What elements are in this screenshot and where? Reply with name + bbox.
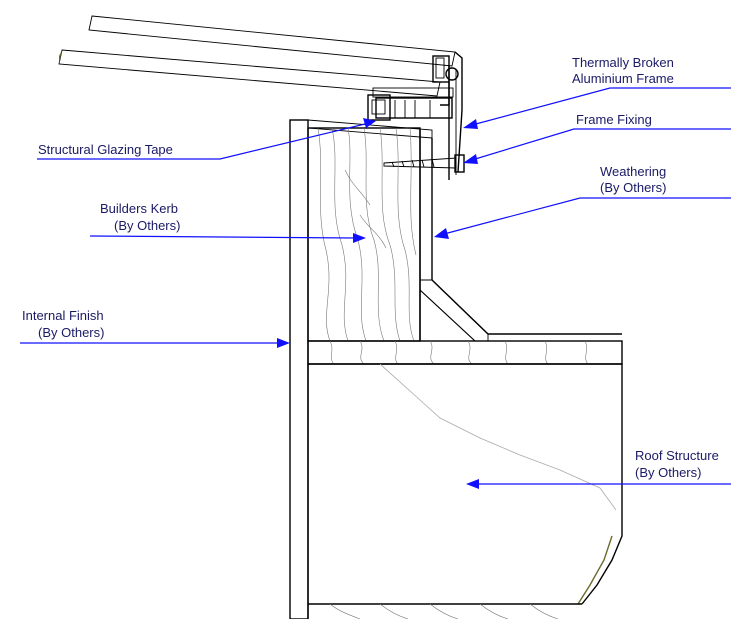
leader-frame-fixing <box>463 128 731 164</box>
frame-fixing-screw <box>383 154 465 173</box>
leader-thermally-broken-frame <box>463 87 731 129</box>
label-structural-glazing-tape: Structural Glazing Tape <box>38 142 173 157</box>
aluminium-frame-profile <box>367 51 463 180</box>
label-weathering-1: Weathering <box>600 164 666 179</box>
glazing-unit-lower <box>58 49 441 97</box>
label-builders-kerb-2: (By Others) <box>114 218 180 233</box>
builders-kerb <box>307 127 421 342</box>
roof-structure <box>307 363 623 619</box>
leader-roof-structure <box>466 479 731 489</box>
label-roof-structure-2: (By Others) <box>635 465 701 480</box>
label-roof-structure-1: Roof Structure <box>635 448 719 463</box>
label-internal-finish-1: Internal Finish <box>22 308 104 323</box>
label-thermally-broken-frame-2: Aluminium Frame <box>572 71 674 86</box>
leader-weathering <box>434 197 731 239</box>
roof-top-plate <box>307 340 623 365</box>
label-internal-finish-2: (By Others) <box>38 325 104 340</box>
glazing-unit-upper <box>88 15 456 67</box>
label-weathering-2: (By Others) <box>600 180 666 195</box>
internal-finish <box>289 119 309 619</box>
leader-builders-kerb <box>89 233 366 243</box>
label-frame-fixing: Frame Fixing <box>576 112 652 127</box>
leader-internal-finish <box>20 338 290 348</box>
label-builders-kerb-1: Builders Kerb <box>100 201 178 216</box>
leader-structural-glazing-tape <box>37 118 376 160</box>
label-thermally-broken-frame-1: Thermally Broken <box>572 55 674 70</box>
